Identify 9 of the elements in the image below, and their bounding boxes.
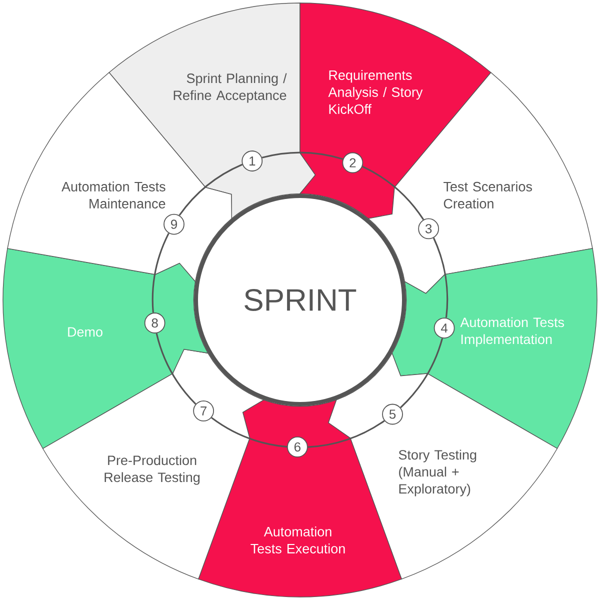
ring-arc [178,164,243,216]
ring-arc [362,166,424,220]
ring-arc [400,338,444,408]
ring-arc [307,420,385,448]
ring-arc [156,332,196,405]
ring-arc [152,232,170,313]
ring-arc [432,238,448,318]
ring-arc [210,417,288,448]
ring-arc [262,152,344,160]
